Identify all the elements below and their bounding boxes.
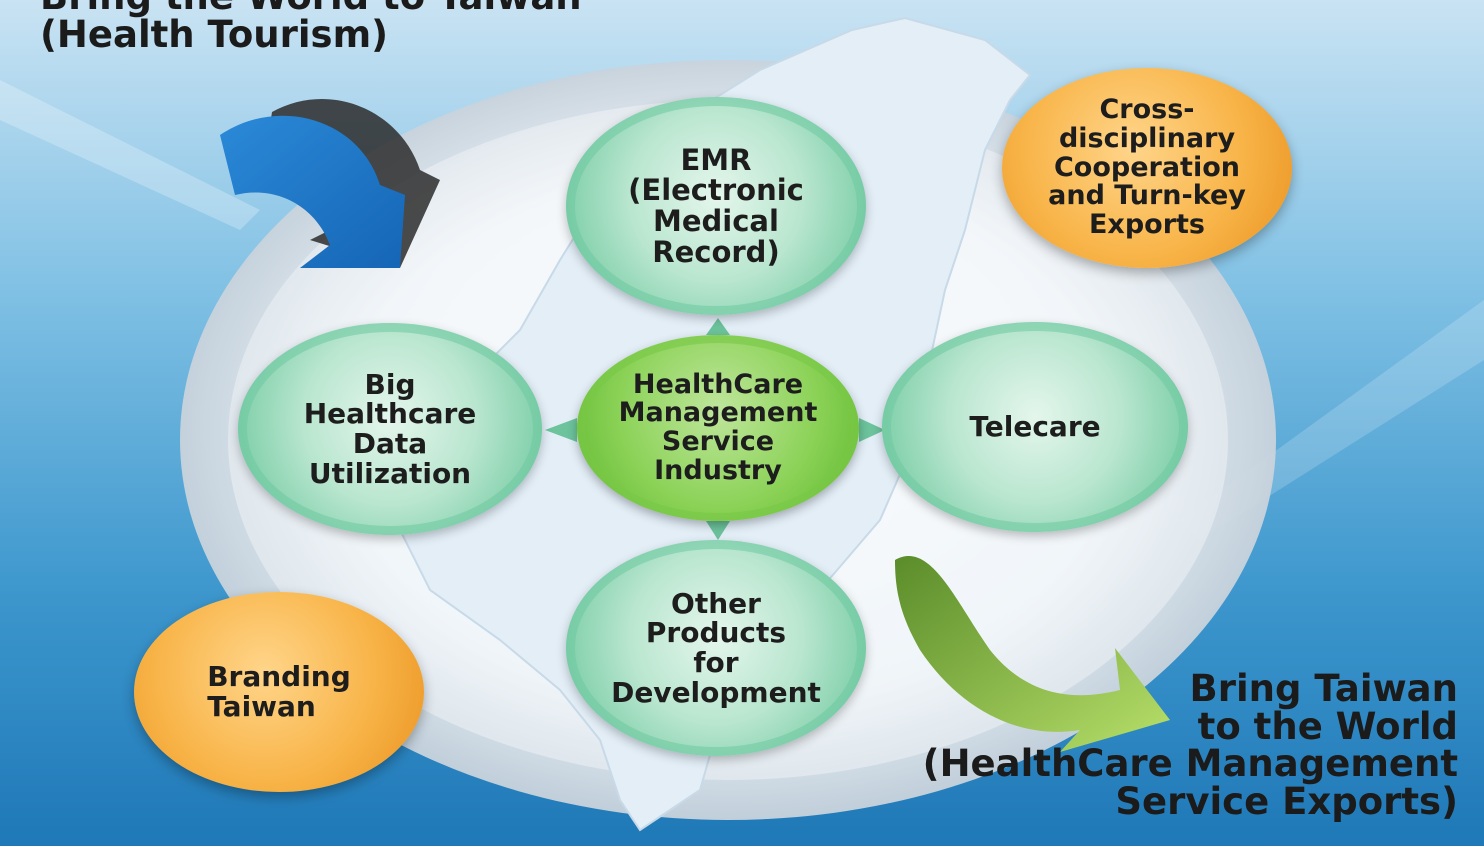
connector-down: [706, 521, 730, 540]
node-label-line: Telecare: [969, 410, 1101, 444]
node-branding: Branding Taiwan: [134, 592, 424, 792]
node-cross-disciplinary: Cross- disciplinary Cooperation and Turn…: [1002, 68, 1292, 268]
outbound-heading: Bring Taiwan to the World (HealthCare Ma…: [923, 670, 1458, 821]
node-label-line: Branding: [207, 660, 351, 694]
node-label-line: Products: [645, 616, 787, 650]
outbound-heading-line: (HealthCare Management: [922, 742, 1458, 786]
node-label-line: Development: [611, 675, 821, 709]
node-emr: EMR (Electronic Medical Record): [566, 97, 866, 315]
node-center: HealthCare Management Service Industry: [577, 335, 859, 521]
node-label-line: Cross-: [1099, 94, 1195, 126]
node-label-line: Service: [661, 426, 775, 457]
node-label-line: Industry: [654, 454, 782, 486]
inbound-heading-line: (Health Tourism): [40, 12, 389, 56]
outbound-heading-line: Service Exports): [1115, 780, 1458, 824]
outbound-heading-line: to the World: [1197, 704, 1458, 748]
inbound-arrow-icon: [220, 98, 440, 269]
connector-right: [859, 418, 885, 442]
inbound-heading: Bring the World to Taiwan (Health Touris…: [40, 0, 582, 53]
node-label-line: Medical: [653, 204, 779, 238]
node-label-line: Data: [352, 427, 428, 460]
node-label-line: Other: [671, 586, 761, 620]
node-label-line: Utilization: [308, 456, 472, 490]
node-telecare: Telecare: [882, 322, 1188, 532]
node-big-data: Big Healthcare Data Utilization: [238, 323, 542, 535]
outbound-arrow-icon: [895, 556, 1170, 752]
node-label-line: and Turn-key: [1048, 180, 1246, 212]
connector-up: [706, 318, 730, 335]
node-label-line: EMR: [680, 142, 752, 177]
node-label-line: HealthCare: [632, 368, 804, 400]
node-label-line: for: [693, 646, 739, 679]
node-label-line: Taiwan: [207, 690, 316, 723]
inbound-heading-line: Bring the World to Taiwan: [40, 0, 582, 16]
light-streak: [0, 80, 260, 230]
node-label-line: Record): [652, 234, 780, 269]
outbound-heading-line: Bring Taiwan: [1189, 667, 1458, 710]
node-label-line: Exports: [1088, 208, 1205, 240]
node-label-line: disciplinary: [1058, 123, 1236, 155]
node-label-line: Cooperation: [1053, 151, 1240, 183]
node-other-products: Other Products for Development: [566, 540, 866, 756]
node-label-line: (Electronic: [628, 173, 804, 208]
node-label-line: Management: [618, 397, 818, 429]
node-label-line: Big: [364, 367, 416, 401]
connector-left: [545, 418, 577, 442]
node-label-line: Healthcare: [303, 397, 477, 431]
